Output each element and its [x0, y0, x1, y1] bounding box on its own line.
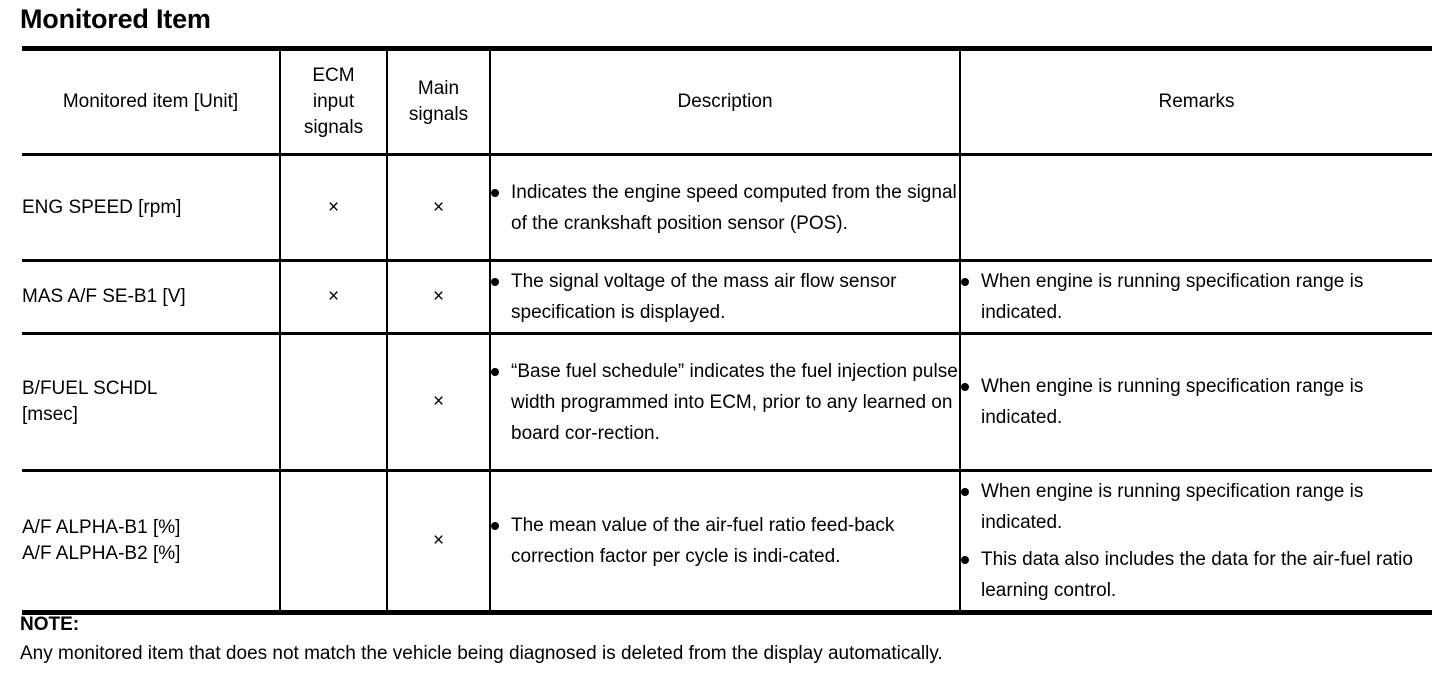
description-bullet-item: Indicates the engine speed computed from… [491, 177, 959, 239]
bullet-icon [961, 383, 969, 391]
monitored-item-line1: ENG SPEED [rpm] [22, 196, 182, 218]
description-bullet-item: “Base fuel schedule” indicates the fuel … [491, 356, 959, 449]
column-header-monitored-item-label: Monitored item [Unit] [62, 91, 239, 112]
column-header-ecm-line1: ECM [312, 65, 355, 86]
column-header-monitored-item: Monitored item [Unit] [22, 46, 280, 156]
description-bullet-list: The signal voltage of the mass air flow … [491, 266, 959, 328]
note-text: Any monitored item that does not match t… [20, 643, 943, 664]
column-header-remarks-label: Remarks [1158, 91, 1235, 112]
description-bullet-list: Indicates the engine speed computed from… [491, 177, 959, 239]
description-bullet-list: The mean value of the air-fuel ratio fee… [491, 510, 959, 572]
monitored-item-table: Monitored item [Unit] ECM input signals … [22, 46, 1432, 615]
cell-main-signal: × [386, 154, 490, 262]
cell-description: The signal voltage of the mass air flow … [489, 260, 960, 335]
cell-ecm-input-signal: × [279, 260, 387, 335]
cell-main-signal: × [386, 260, 490, 335]
cell-remarks: When engine is running specification ran… [959, 470, 1432, 615]
monitored-item-table-wrapper: Monitored item [Unit] ECM input signals … [22, 46, 1432, 615]
cell-ecm-input-signal: × [279, 154, 387, 262]
column-header-main-signals: Main signals [386, 46, 490, 156]
remarks-bullet-item: When engine is running specification ran… [961, 476, 1432, 538]
bullet-icon [491, 278, 499, 286]
cell-monitored-item: B/FUEL SCHDL [msec] [22, 333, 280, 472]
bullet-icon [961, 488, 969, 496]
monitored-item-line1: MAS A/F SE-B1 [V] [22, 286, 186, 307]
remarks-bullet-text: When engine is running specification ran… [981, 481, 1364, 533]
cell-description: The mean value of the air-fuel ratio fee… [489, 470, 960, 615]
monitored-item-line2: A/F ALPHA-B2 [%] [22, 543, 181, 564]
column-header-main-line2: signals [408, 104, 469, 125]
remarks-bullet-item: When engine is running specification ran… [961, 266, 1432, 328]
remarks-bullet-item: When engine is running specification ran… [961, 371, 1432, 433]
bullet-icon [491, 522, 499, 530]
description-bullet-list: “Base fuel schedule” indicates the fuel … [491, 356, 959, 449]
remarks-bullet-list: When engine is running specification ran… [961, 476, 1432, 606]
cell-ecm-input-signal [279, 333, 387, 472]
remarks-bullet-item: This data also includes the data for the… [961, 544, 1432, 606]
cell-remarks [959, 154, 1432, 262]
table-row: MAS A/F SE-B1 [V] × × The signal voltage… [22, 260, 1432, 335]
description-bullet-item: The signal voltage of the mass air flow … [491, 266, 959, 328]
description-bullet-text: The signal voltage of the mass air flow … [511, 271, 897, 323]
description-bullet-text: The mean value of the air-fuel ratio fee… [511, 515, 895, 567]
column-header-ecm-line2: input [312, 91, 355, 112]
cell-main-signal: × [386, 333, 490, 472]
remarks-bullet-text: When engine is running specification ran… [981, 271, 1364, 323]
bullet-icon [491, 367, 499, 376]
cell-monitored-item: A/F ALPHA-B1 [%] A/F ALPHA-B2 [%] [22, 470, 280, 615]
table-row: A/F ALPHA-B1 [%] A/F ALPHA-B2 [%] × The … [22, 470, 1432, 615]
remarks-bullet-list: When engine is running specification ran… [961, 371, 1432, 433]
column-header-main-line1: Main [417, 78, 460, 99]
page-title: Monitored Item [20, 4, 211, 34]
note-label: NOTE: [20, 614, 80, 635]
cell-ecm-input-signal [279, 470, 387, 615]
cell-description: “Base fuel schedule” indicates the fuel … [489, 333, 960, 472]
description-bullet-item: The mean value of the air-fuel ratio fee… [491, 510, 959, 572]
description-bullet-text: “Base fuel schedule” indicates the fuel … [511, 360, 958, 444]
table-row: ENG SPEED [rpm] × × Indicates the engine… [22, 154, 1432, 262]
table-header-row: Monitored item [Unit] ECM input signals … [22, 46, 1432, 156]
remarks-bullet-text: This data also includes the data for the… [981, 549, 1413, 601]
remarks-bullet-text: When engine is running specification ran… [981, 376, 1364, 428]
description-bullet-text: Indicates the engine speed computed from… [511, 181, 957, 234]
cell-monitored-item: MAS A/F SE-B1 [V] [22, 260, 280, 335]
monitored-item-line2: [msec] [22, 404, 78, 425]
cell-description: Indicates the engine speed computed from… [489, 154, 960, 262]
column-header-ecm-input-signals: ECM input signals [279, 46, 387, 156]
monitored-item-line1: B/FUEL SCHDL [22, 378, 158, 399]
remarks-bullet-list: When engine is running specification ran… [961, 266, 1432, 328]
column-header-ecm-line3: signals [303, 117, 364, 138]
bullet-icon [491, 188, 499, 197]
table-row: B/FUEL SCHDL [msec] × “Base fuel schedul… [22, 333, 1432, 472]
column-header-remarks: Remarks [959, 46, 1432, 156]
cell-remarks: When engine is running specification ran… [959, 333, 1432, 472]
cell-monitored-item: ENG SPEED [rpm] [22, 154, 280, 262]
bullet-icon [961, 278, 969, 286]
column-header-description: Description [489, 46, 960, 156]
note-block: NOTE: Any monitored item that does not m… [20, 612, 1440, 668]
cell-remarks: When engine is running specification ran… [959, 260, 1432, 335]
bullet-icon [961, 556, 969, 564]
cell-main-signal: × [386, 470, 490, 615]
monitored-item-line1: A/F ALPHA-B1 [%] [22, 517, 181, 538]
column-header-description-label: Description [677, 91, 773, 112]
